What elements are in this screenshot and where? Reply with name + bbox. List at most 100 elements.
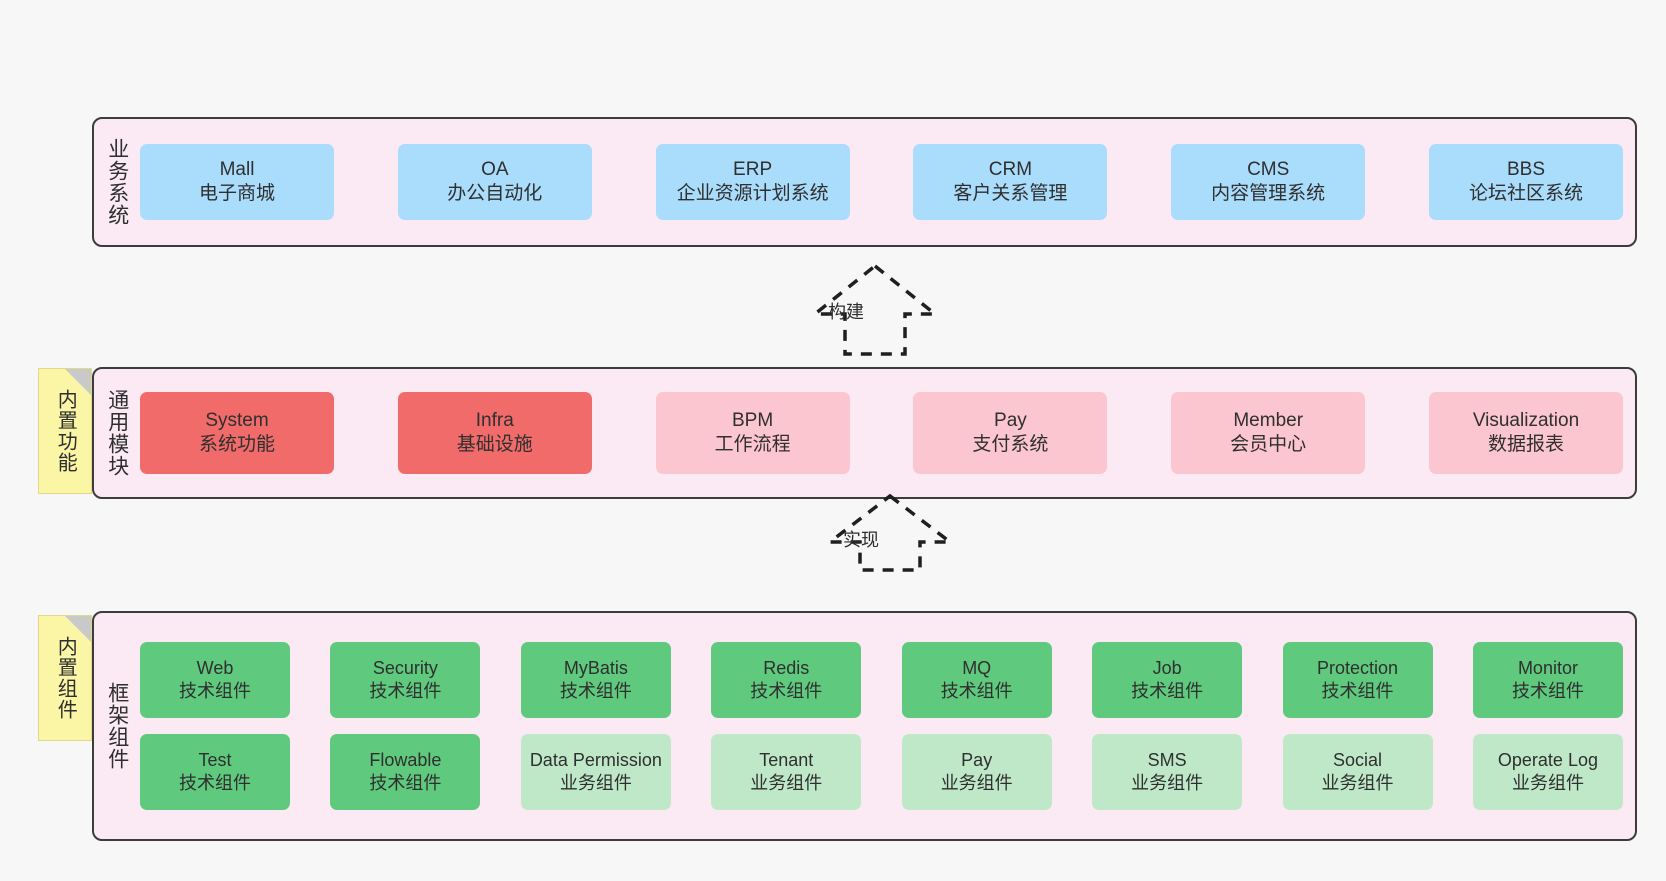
card-pay-component[interactable]: Pay 业务组件: [901, 734, 1052, 810]
card-protection[interactable]: Protection 技术组件: [1282, 642, 1433, 718]
layer-framework-body: Web 技术组件 Security 技术组件 MyBatis 技术组件 Redi…: [140, 613, 1635, 839]
card-member[interactable]: Member 会员中心: [1171, 392, 1366, 474]
business-row: Mall 电子商城 OA 办公自动化 ERP 企业资源计划系统 CRM 客户关系…: [140, 144, 1623, 220]
card-member-en: Member: [1233, 409, 1304, 431]
card-oa-en: OA: [481, 158, 509, 180]
card-test-cn: 技术组件: [179, 773, 251, 793]
card-web[interactable]: Web 技术组件: [140, 642, 290, 718]
card-oa[interactable]: OA 办公自动化: [397, 144, 592, 220]
card-system-en: System: [205, 409, 269, 431]
card-operate-log[interactable]: Operate Log 业务组件: [1472, 734, 1623, 810]
card-system[interactable]: System 系统功能: [140, 392, 334, 474]
card-job[interactable]: Job 技术组件: [1092, 642, 1243, 718]
layer-framework-components: 框架组件 Web 技术组件 Security 技术组件 MyBatis 技术组件…: [92, 611, 1637, 841]
card-data-permission-en: Data Permission: [529, 749, 662, 770]
common-row: System 系统功能 Infra 基础设施 BPM 工作流程 Pay 支付系统…: [140, 392, 1623, 474]
card-social-en: Social: [1333, 749, 1383, 770]
card-protection-en: Protection: [1317, 657, 1399, 678]
card-visualization[interactable]: Visualization 数据报表: [1428, 392, 1623, 474]
card-sms-cn: 业务组件: [1131, 773, 1204, 793]
layer-common-body: System 系统功能 Infra 基础设施 BPM 工作流程 Pay 支付系统…: [140, 369, 1635, 497]
card-security-en: Security: [372, 657, 438, 678]
card-redis[interactable]: Redis 技术组件: [711, 642, 862, 718]
card-flowable-en: Flowable: [369, 749, 442, 770]
card-monitor-en: Monitor: [1517, 657, 1578, 678]
card-bpm-cn: 工作流程: [714, 434, 791, 455]
card-pay-module-cn: 支付系统: [972, 434, 1049, 455]
card-operate-log-en: Operate Log: [1497, 749, 1598, 770]
card-erp-en: ERP: [733, 158, 773, 180]
connector-implement: 实现: [815, 492, 965, 574]
card-job-en: Job: [1152, 657, 1182, 678]
card-system-cn: 系统功能: [198, 434, 275, 455]
card-cms[interactable]: CMS 内容管理系统: [1171, 144, 1366, 220]
card-bpm[interactable]: BPM 工作流程: [655, 392, 850, 474]
note-builtin-components-label: 内置组件: [54, 636, 77, 720]
card-mybatis-cn: 技术组件: [559, 681, 632, 701]
card-security-cn: 技术组件: [369, 681, 442, 701]
layer-business-body: Mall 电子商城 OA 办公自动化 ERP 企业资源计划系统 CRM 客户关系…: [140, 119, 1635, 245]
layer-common-modules: 通用模块 System 系统功能 Infra 基础设施 BPM 工作流程 Pay…: [92, 367, 1637, 499]
card-mq-cn: 技术组件: [940, 681, 1013, 701]
card-mall-en: Mall: [219, 158, 255, 180]
card-test-en: Test: [198, 749, 232, 770]
card-cms-en: CMS: [1247, 158, 1290, 180]
card-member-cn: 会员中心: [1230, 434, 1307, 455]
card-crm-cn: 客户关系管理: [953, 183, 1068, 204]
card-pay-component-en: Pay: [961, 749, 993, 770]
card-social-cn: 业务组件: [1321, 773, 1394, 793]
layer-framework-title: 框架组件: [105, 682, 129, 770]
card-sms[interactable]: SMS 业务组件: [1092, 734, 1243, 810]
card-bbs-en: BBS: [1506, 158, 1545, 180]
card-test[interactable]: Test 技术组件: [140, 734, 290, 810]
framework-row-tech: Web 技术组件 Security 技术组件 MyBatis 技术组件 Redi…: [140, 642, 1623, 718]
card-mq[interactable]: MQ 技术组件: [901, 642, 1052, 718]
card-bbs-cn: 论坛社区系统: [1468, 183, 1583, 204]
connector-build-arrow: [810, 263, 940, 356]
card-redis-en: Redis: [763, 657, 810, 678]
card-cms-cn: 内容管理系统: [1211, 183, 1326, 204]
note-fold-corner-icon: [65, 369, 91, 395]
card-mall-cn: 电子商城: [198, 183, 275, 204]
card-crm[interactable]: CRM 客户关系管理: [913, 144, 1108, 220]
card-crm-en: CRM: [988, 158, 1033, 180]
card-flowable-cn: 技术组件: [369, 773, 442, 793]
card-erp-cn: 企业资源计划系统: [676, 183, 829, 204]
connector-build: 构建: [800, 262, 950, 358]
card-protection-cn: 技术组件: [1321, 681, 1394, 701]
card-data-permission-cn: 业务组件: [559, 773, 632, 793]
card-mall[interactable]: Mall 电子商城: [140, 144, 334, 220]
card-flowable[interactable]: Flowable 技术组件: [330, 734, 481, 810]
note-fold-corner-icon: [65, 616, 91, 642]
connector-build-label: 构建: [828, 302, 864, 322]
card-oa-cn: 办公自动化: [447, 183, 543, 204]
card-data-permission[interactable]: Data Permission 业务组件: [520, 734, 671, 810]
card-monitor-cn: 技术组件: [1511, 681, 1584, 701]
card-tenant-cn: 业务组件: [750, 773, 823, 793]
card-infra[interactable]: Infra 基础设施: [397, 392, 592, 474]
card-pay-module[interactable]: Pay 支付系统: [913, 392, 1108, 474]
card-mybatis[interactable]: MyBatis 技术组件: [520, 642, 671, 718]
note-builtin-components: 内置组件: [38, 615, 92, 741]
card-mq-en: MQ: [962, 657, 992, 678]
note-builtin-features-label: 内置功能: [54, 389, 77, 473]
card-tenant[interactable]: Tenant 业务组件: [711, 734, 862, 810]
card-social[interactable]: Social 业务组件: [1282, 734, 1433, 810]
card-security[interactable]: Security 技术组件: [330, 642, 481, 718]
card-bbs[interactable]: BBS 论坛社区系统: [1428, 144, 1623, 220]
card-visualization-en: Visualization: [1472, 409, 1580, 431]
card-bpm-en: BPM: [732, 409, 774, 431]
card-job-cn: 技术组件: [1131, 681, 1204, 701]
layer-business-title: 业务系统: [105, 138, 129, 226]
layer-common-title: 通用模块: [105, 389, 129, 477]
card-operate-log-cn: 业务组件: [1511, 773, 1584, 793]
card-infra-en: Infra: [475, 409, 514, 431]
card-web-en: Web: [196, 657, 234, 678]
card-tenant-en: Tenant: [759, 749, 814, 770]
connector-implement-arrow: [824, 493, 956, 572]
connector-implement-label: 实现: [843, 530, 879, 550]
card-erp[interactable]: ERP 企业资源计划系统: [655, 144, 850, 220]
card-pay-component-cn: 业务组件: [940, 773, 1013, 793]
card-monitor[interactable]: Monitor 技术组件: [1472, 642, 1623, 718]
